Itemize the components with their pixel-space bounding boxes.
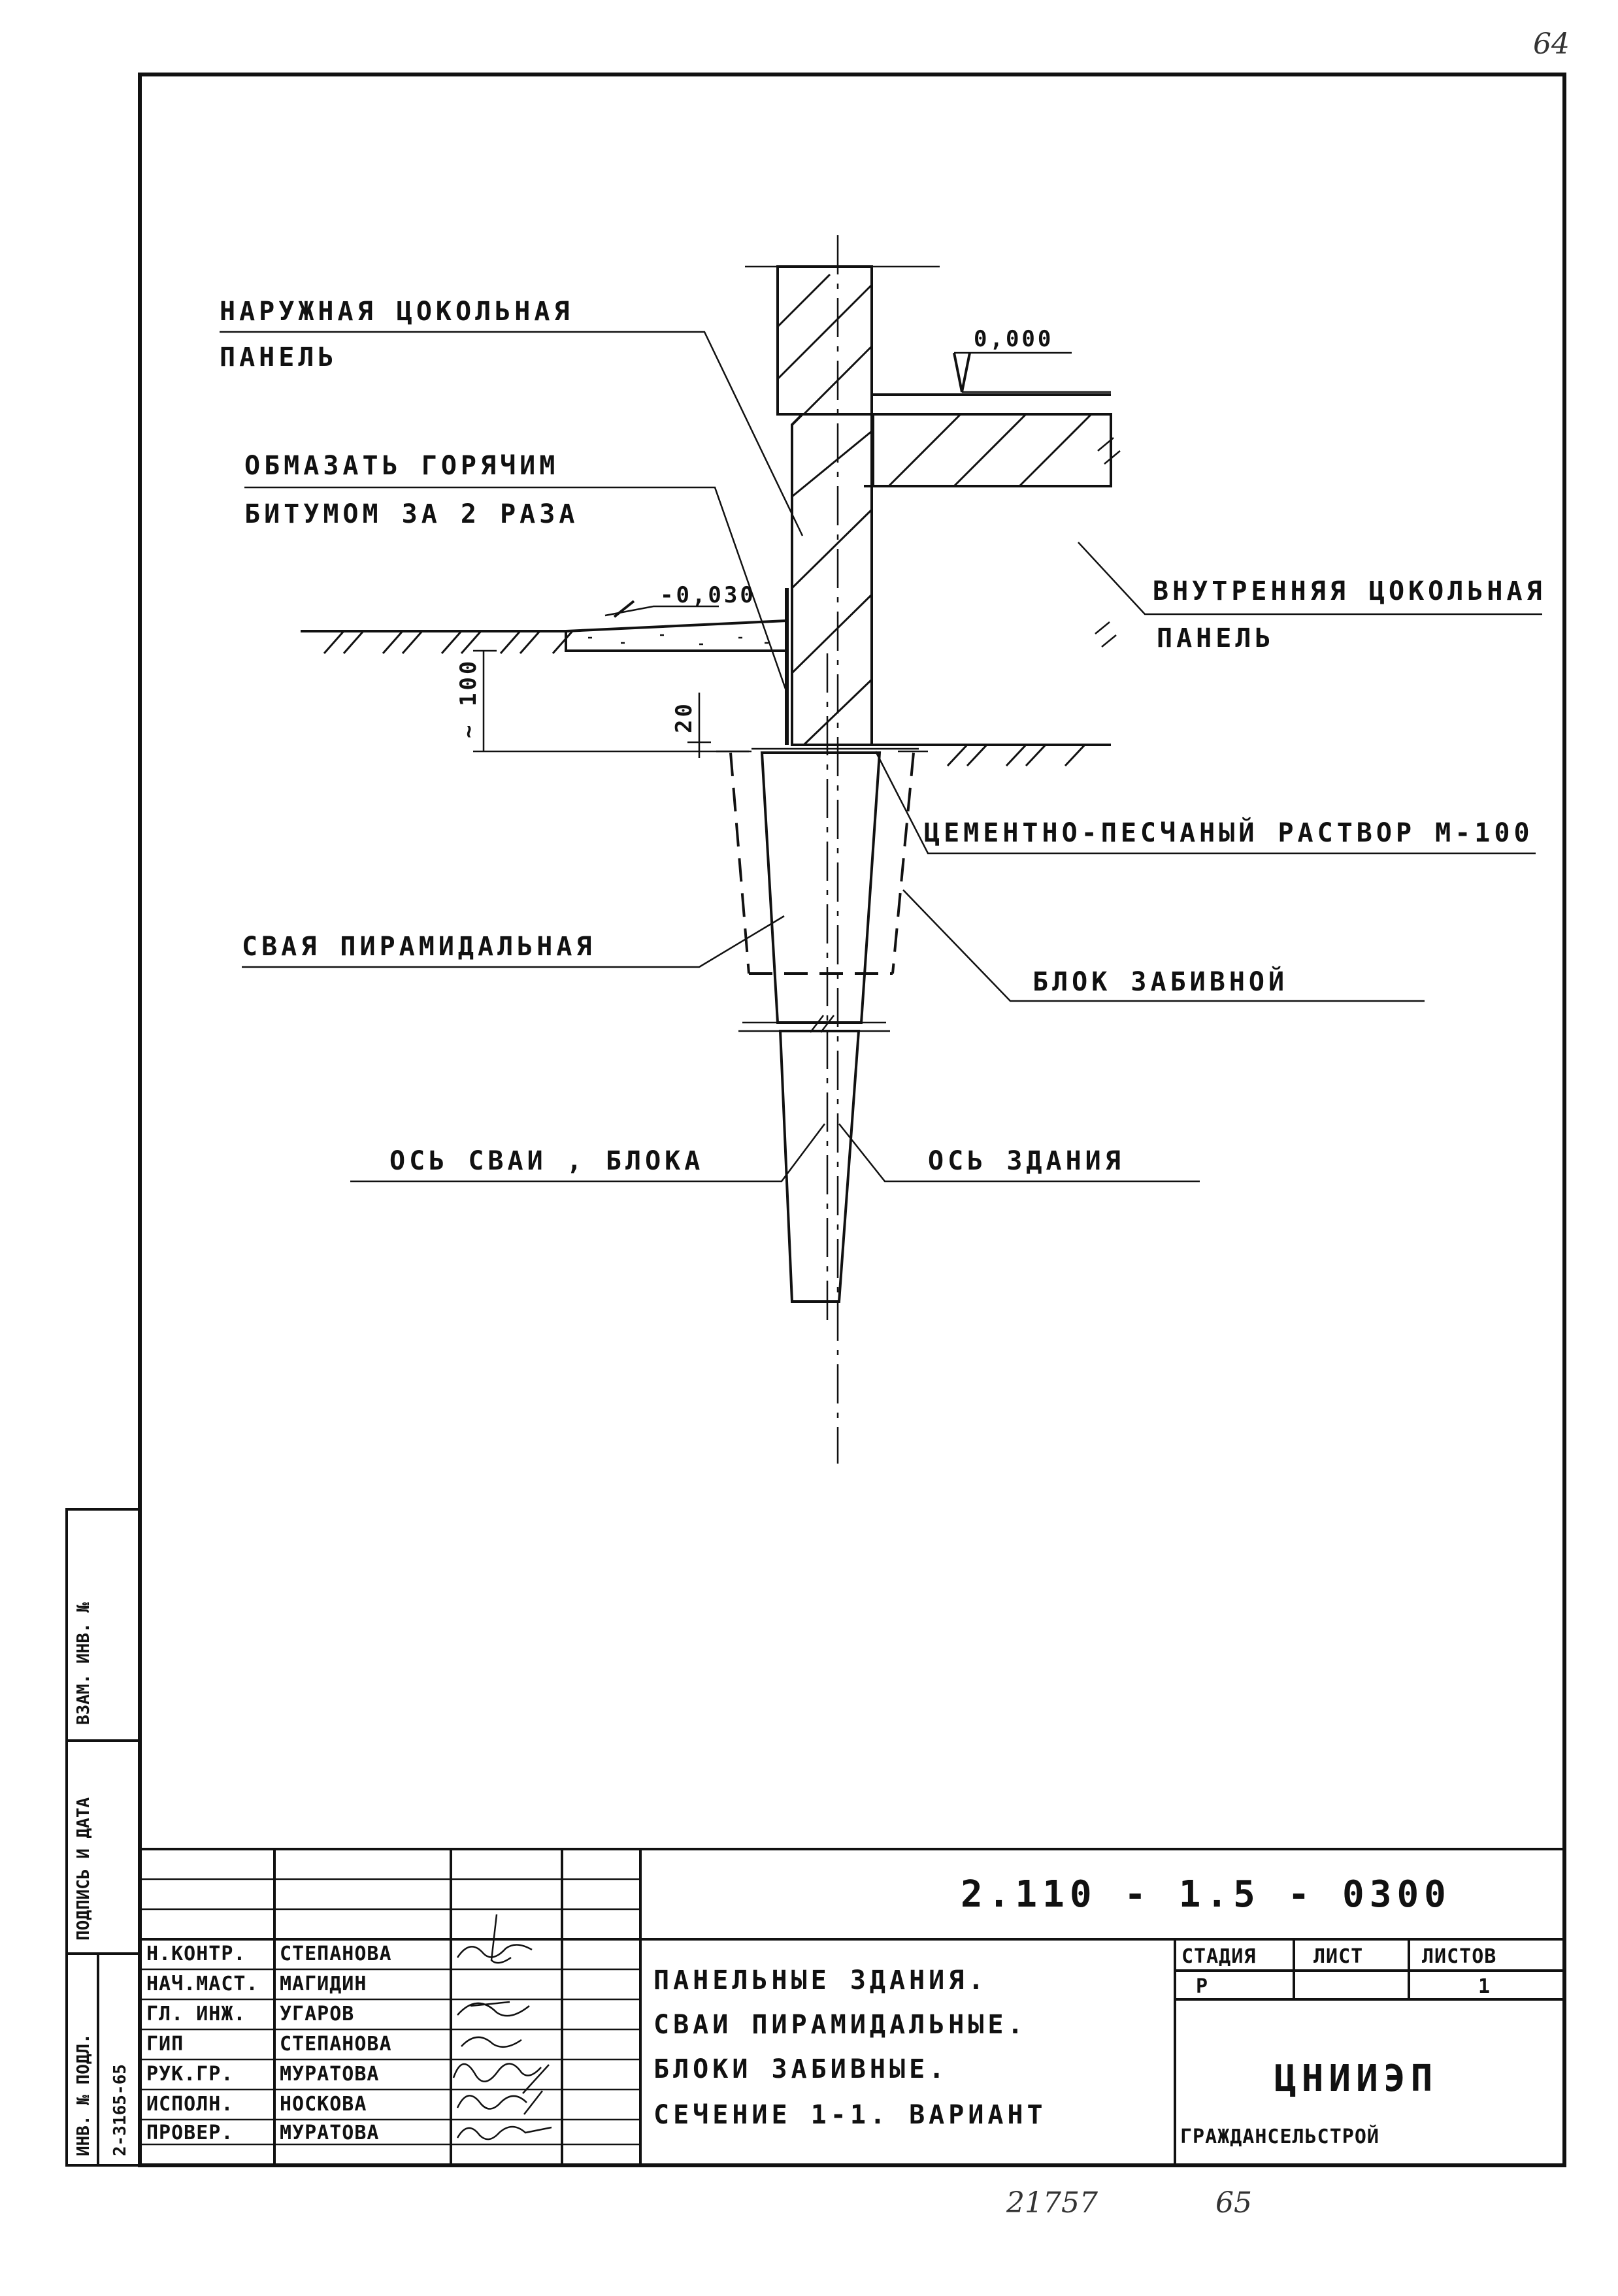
label-inner-panel: ВНУТРЕННЯЯ ЦОКОЛЬНАЯ ПАНЕЛЬ: [1078, 542, 1546, 653]
stamp-inv-number: 2-3165-65: [110, 2064, 130, 2156]
page-number: 64: [1533, 27, 1570, 61]
name-3: СТЕПАНОВА: [280, 2033, 392, 2056]
section-drawing: 0,000 -0,030 ~ 100 20 НАРУЖНАЯ ЦОКОЛЬНАЯ…: [220, 235, 1546, 1464]
side-stamp: ВЗАМ. ИНВ. № ПОДПИСЬ И ДАТА ИНВ. № ПОДЛ.…: [65, 1508, 141, 2167]
pyramidal-pile: [738, 751, 890, 1303]
stamp-inv-mutual: ВЗАМ. ИНВ. №: [74, 1602, 93, 1725]
dim-20: 20: [671, 693, 711, 758]
title-line-1: СВАИ ПИРАМИДАЛЬНЫЕ.: [653, 2010, 1027, 2040]
stamp-inv-orig: ИНВ. № ПОДЛ.: [74, 2033, 93, 2156]
dim-20-value: 20: [671, 701, 697, 733]
name-4: МУРАТОВА: [280, 2063, 380, 2086]
svg-text:ПАНЕЛЬ: ПАНЕЛЬ: [220, 342, 338, 372]
role-2: ГЛ. ИНЖ.: [146, 2003, 246, 2025]
doc-code: 2.110 - 1.5 - 0300: [961, 1873, 1451, 1916]
label-mortar: ЦЕМЕНТНО-ПЕСЧАНЫЙ РАСТВОР М-100: [874, 751, 1536, 855]
level-top-value: 0,000: [974, 326, 1053, 352]
floor-slab: [872, 393, 1121, 487]
role-3: ГИП: [146, 2033, 184, 2056]
level-mark-ground: -0,030: [604, 582, 756, 618]
label-block: БЛОК ЗАБИВНОЙ: [902, 889, 1425, 1002]
label-bitumen: ОБМАЗАТЬ ГОРЯЧИМ БИТУМОМ ЗА 2 РАЗА: [244, 451, 788, 693]
svg-text:БЛОК ЗАБИВНОЙ: БЛОК ЗАБИВНОЙ: [1032, 966, 1288, 997]
outer-plinth-panel: [785, 413, 873, 746]
upper-wall-panel: [745, 265, 940, 416]
svg-text:ПАНЕЛЬ: ПАНЕЛЬ: [1157, 623, 1275, 653]
level-mark-top: 0,000: [953, 326, 1111, 393]
bottom-number-right: 65: [1215, 2186, 1252, 2220]
stamp-sign-date: ПОДПИСЬ И ДАТА: [74, 1797, 93, 1941]
label-pile-axis: ОСЬ СВАИ , БЛОКА: [350, 1123, 825, 1183]
signatures: [452, 1914, 552, 2140]
svg-text:ВНУТРЕННЯЯ ЦОКОЛЬНАЯ: ВНУТРЕННЯЯ ЦОКОЛЬНАЯ: [1153, 576, 1546, 606]
sheets-header: ЛИСТОВ: [1422, 1945, 1496, 1968]
title-line-2: БЛОКИ ЗАБИВНЫЕ.: [653, 2054, 948, 2084]
sheets-value: 1: [1478, 1975, 1491, 1998]
inner-plinth-panel: [864, 485, 1117, 746]
dim-100-value: ~ 100: [455, 659, 482, 738]
name-1: МАГИДИН: [280, 1973, 367, 1995]
dim-100: ~ 100: [455, 649, 751, 753]
org-name: ЦНИИЭП: [1274, 2058, 1438, 2100]
svg-text:СВАЯ ПИРАМИДАЛЬНАЯ: СВАЯ ПИРАМИДАЛЬНАЯ: [242, 932, 595, 962]
svg-text:ЦЕМЕНТНО-ПЕСЧАНЫЙ РАСТВОР М-10: ЦЕМЕНТНО-ПЕСЧАНЫЙ РАСТВОР М-100: [924, 817, 1534, 848]
stage-value: Р: [1196, 1975, 1208, 1998]
bottom-number-left: 21757: [1006, 2186, 1098, 2220]
svg-text:ОБМАЗАТЬ ГОРЯЧИМ: ОБМАЗАТЬ ГОРЯЧИМ: [244, 451, 559, 481]
name-0: СТЕПАНОВА: [280, 1943, 392, 1965]
title-line-3: СЕЧЕНИЕ 1-1. ВАРИАНТ: [653, 2100, 1047, 2130]
stage-header: СТАДИЯ: [1181, 1945, 1256, 1968]
role-6: ПРОВЕР.: [146, 2122, 233, 2144]
label-building-axis: ОСЬ ЗДАНИЯ: [838, 1123, 1200, 1183]
driven-block: [716, 750, 928, 975]
org-sub: ГРАЖДАНСЕЛЬСТРОЙ: [1180, 2125, 1379, 2148]
name-2: УГАРОВ: [280, 2003, 354, 2025]
svg-text:БИТУМОМ ЗА 2 РАЗА: БИТУМОМ ЗА 2 РАЗА: [244, 499, 578, 529]
svg-text:ОСЬ СВАИ , БЛОКА: ОСЬ СВАИ , БЛОКА: [389, 1146, 704, 1176]
title-line-0: ПАНЕЛЬНЫЕ ЗДАНИЯ.: [653, 1965, 987, 1995]
label-outer-panel: НАРУЖНАЯ ЦОКОЛЬНАЯ ПАНЕЛЬ: [220, 297, 804, 536]
role-5: ИСПОЛН.: [146, 2093, 233, 2116]
ground-surface: [301, 619, 1098, 767]
sheet-header: ЛИСТ: [1313, 1945, 1363, 1968]
role-0: Н.КОНТР.: [146, 1943, 246, 1965]
name-5: НОСКОВА: [280, 2093, 367, 2116]
title-block: Н.КОНТР. НАЧ.МАСТ. ГЛ. ИНЖ. ГИП РУК.ГР. …: [139, 1848, 1566, 2167]
role-4: РУК.ГР.: [146, 2063, 233, 2086]
svg-text:НАРУЖНАЯ ЦОКОЛЬНАЯ: НАРУЖНАЯ ЦОКОЛЬНАЯ: [220, 297, 573, 327]
role-1: НАЧ.МАСТ.: [146, 1973, 259, 1995]
level-ground-value: -0,030: [660, 582, 756, 608]
svg-text:ОСЬ ЗДАНИЯ: ОСЬ ЗДАНИЯ: [928, 1146, 1125, 1176]
label-pile: СВАЯ ПИРАМИДАЛЬНАЯ: [242, 915, 785, 968]
name-6: МУРАТОВА: [280, 2122, 380, 2144]
